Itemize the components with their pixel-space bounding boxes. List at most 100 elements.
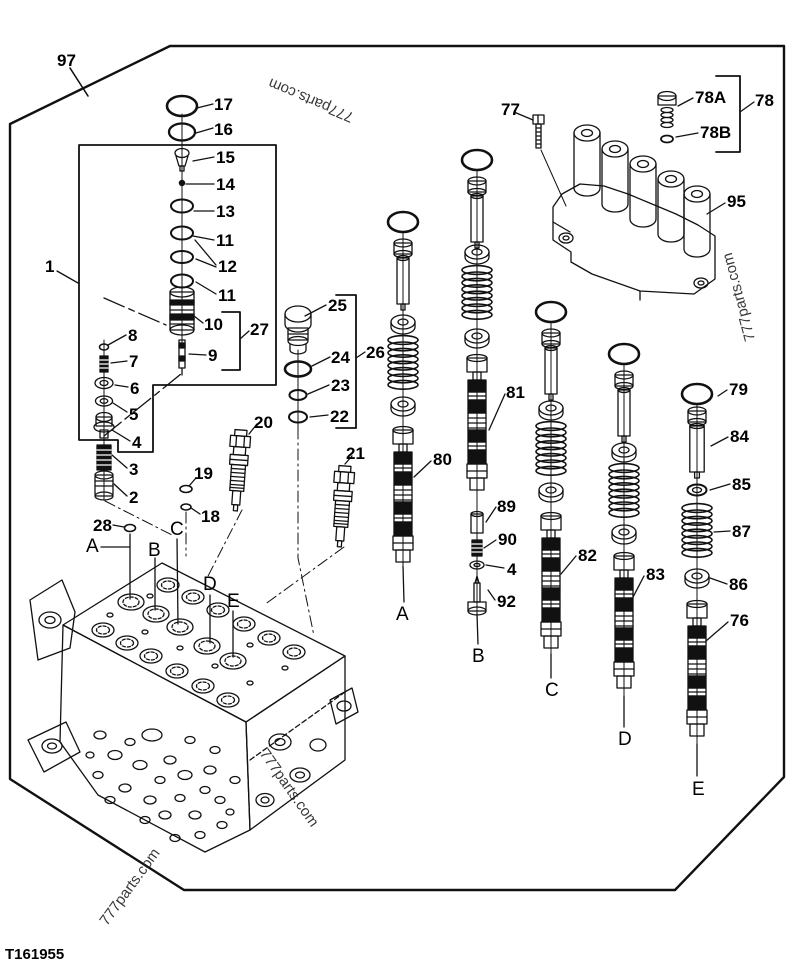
callout-90: 90 bbox=[498, 530, 517, 549]
callout-84: 84 bbox=[730, 427, 749, 446]
section-letter-B: B bbox=[148, 540, 161, 561]
manifold-towers bbox=[574, 125, 710, 257]
bracket-26 bbox=[336, 295, 365, 428]
callout-82: 82 bbox=[578, 546, 597, 565]
washer-6 bbox=[95, 378, 113, 389]
cup-2 bbox=[95, 471, 113, 500]
callout-2: 2 bbox=[129, 488, 139, 507]
bracket-78 bbox=[716, 76, 754, 152]
spool-assembly-e bbox=[680, 382, 714, 737]
valve-body bbox=[28, 563, 358, 852]
manifold-95 bbox=[553, 125, 715, 300]
leader-lines bbox=[57, 68, 730, 776]
ring-78b bbox=[661, 136, 673, 143]
detent-parts-b bbox=[468, 512, 486, 616]
callout-95: 95 bbox=[727, 192, 746, 211]
mount-ear-lower-left bbox=[28, 722, 80, 772]
section-letter-D: D bbox=[203, 574, 217, 595]
callout-21: 21 bbox=[346, 444, 365, 463]
callout-79: 79 bbox=[729, 380, 748, 399]
callout-1: 1 bbox=[45, 257, 55, 276]
dash-dot-lines bbox=[105, 428, 344, 636]
plug-78a bbox=[658, 92, 676, 143]
callout-16: 16 bbox=[214, 120, 233, 139]
callout-12: 12 bbox=[218, 257, 237, 276]
callout-81: 81 bbox=[506, 383, 525, 402]
callout-25: 25 bbox=[328, 296, 347, 315]
callout-6: 6 bbox=[130, 379, 140, 398]
callout-20: 20 bbox=[254, 413, 273, 432]
callout-87: 87 bbox=[732, 522, 751, 541]
callout-28: 28 bbox=[93, 516, 112, 535]
callout-76: 76 bbox=[730, 611, 749, 630]
ring-19 bbox=[180, 486, 192, 493]
ring-85 bbox=[688, 485, 707, 496]
callout-11: 11 bbox=[218, 286, 236, 305]
callout-97: 97 bbox=[57, 51, 76, 70]
detail-box-1 bbox=[79, 145, 276, 452]
ring-18 bbox=[181, 504, 191, 510]
callout-14: 14 bbox=[216, 175, 235, 194]
callout-9: 9 bbox=[208, 346, 218, 365]
fitting-4 bbox=[94, 413, 114, 439]
spring-7 bbox=[100, 356, 108, 372]
callout-85: 85 bbox=[732, 475, 751, 494]
callout-26: 26 bbox=[366, 343, 385, 362]
bracket-27 bbox=[222, 312, 249, 370]
checkvalve-stack bbox=[94, 344, 114, 500]
callout-7: 7 bbox=[129, 352, 139, 371]
callout-78B: 78B bbox=[700, 123, 732, 142]
section-letter-C: C bbox=[545, 680, 559, 701]
spring-3 bbox=[97, 445, 111, 470]
poppet-15 bbox=[175, 149, 189, 172]
callout-17: 17 bbox=[214, 95, 233, 114]
right-face-bosses bbox=[250, 692, 345, 807]
pilot-cap-stack bbox=[165, 94, 199, 375]
section-letter-E: E bbox=[227, 591, 240, 612]
relief-valve-21 bbox=[328, 464, 356, 549]
callout-77: 77 bbox=[501, 100, 520, 119]
section-letter-A: A bbox=[396, 604, 409, 625]
callout-24: 24 bbox=[331, 348, 350, 367]
callout-78A: 78A bbox=[695, 88, 727, 107]
callout-15: 15 bbox=[216, 148, 235, 167]
section-letter-C: C bbox=[170, 519, 184, 540]
callout-22: 22 bbox=[330, 407, 349, 426]
callout-27: 27 bbox=[250, 320, 269, 339]
callout-5: 5 bbox=[129, 405, 139, 424]
callout-10: 10 bbox=[204, 315, 223, 334]
callout-89: 89 bbox=[497, 497, 516, 516]
pin-9 bbox=[179, 340, 185, 375]
ring-23 bbox=[290, 390, 307, 400]
border-outline bbox=[10, 46, 784, 890]
ring-8 bbox=[100, 344, 109, 350]
callout-23: 23 bbox=[331, 376, 350, 395]
plug-25-stack bbox=[285, 306, 311, 423]
front-face-holes bbox=[86, 729, 240, 842]
callout-78: 78 bbox=[755, 91, 774, 110]
callout-4: 4 bbox=[507, 560, 517, 579]
section-letter-D: D bbox=[618, 729, 632, 750]
callout-80: 80 bbox=[433, 450, 452, 469]
mount-ear-left bbox=[30, 580, 75, 660]
ring-28 bbox=[125, 525, 136, 532]
relief-valve-20 bbox=[224, 428, 252, 513]
callout-11: 11 bbox=[216, 231, 234, 250]
section-letter-B: B bbox=[472, 646, 485, 667]
callout-4: 4 bbox=[132, 433, 142, 452]
callout-18: 18 bbox=[201, 507, 220, 526]
ring-22 bbox=[289, 412, 307, 423]
drawing-number: T161955 bbox=[5, 946, 65, 963]
washer-5 bbox=[96, 396, 113, 406]
callout-3: 3 bbox=[129, 460, 139, 479]
callout-13: 13 bbox=[216, 202, 235, 221]
top-bores bbox=[91, 577, 306, 708]
oring-24 bbox=[285, 362, 311, 377]
callout-86: 86 bbox=[729, 575, 748, 594]
callout-92: 92 bbox=[497, 592, 516, 611]
ball-14 bbox=[179, 180, 184, 185]
section-letter-E: E bbox=[692, 779, 705, 800]
spool-assembly-b bbox=[460, 148, 494, 616]
